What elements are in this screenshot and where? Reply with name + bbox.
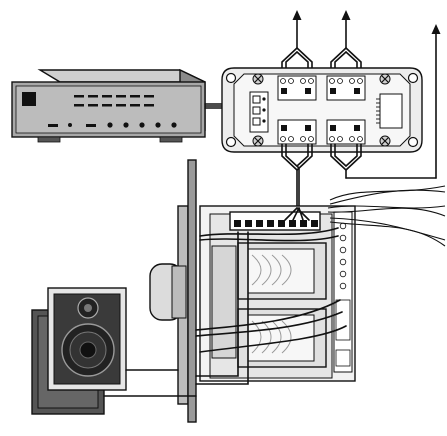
speaker-selector-hub-icon: [222, 68, 422, 152]
arrow-up-icon: [293, 10, 302, 48]
in-wall-speaker-icon: [32, 288, 126, 414]
screw-icon: [253, 74, 263, 84]
display-window: [22, 92, 36, 106]
arrow-up-icon: [432, 24, 441, 178]
tweeter-icon: [78, 298, 98, 318]
arrow-up-icon: [342, 10, 351, 48]
stereo-receiver-icon: [12, 70, 205, 142]
auxiliary-connector: [376, 94, 402, 128]
transformer-lower: [238, 309, 326, 367]
hub-bottom-wiring: [282, 144, 436, 208]
screw-icon: [380, 74, 390, 84]
screw-icon: [380, 136, 390, 146]
module-terminal-strip: [230, 212, 320, 230]
screw-icon: [253, 136, 263, 146]
input-terminal-block: [250, 92, 268, 132]
transformer-upper: [238, 243, 326, 299]
woofer-icon: [62, 324, 114, 376]
